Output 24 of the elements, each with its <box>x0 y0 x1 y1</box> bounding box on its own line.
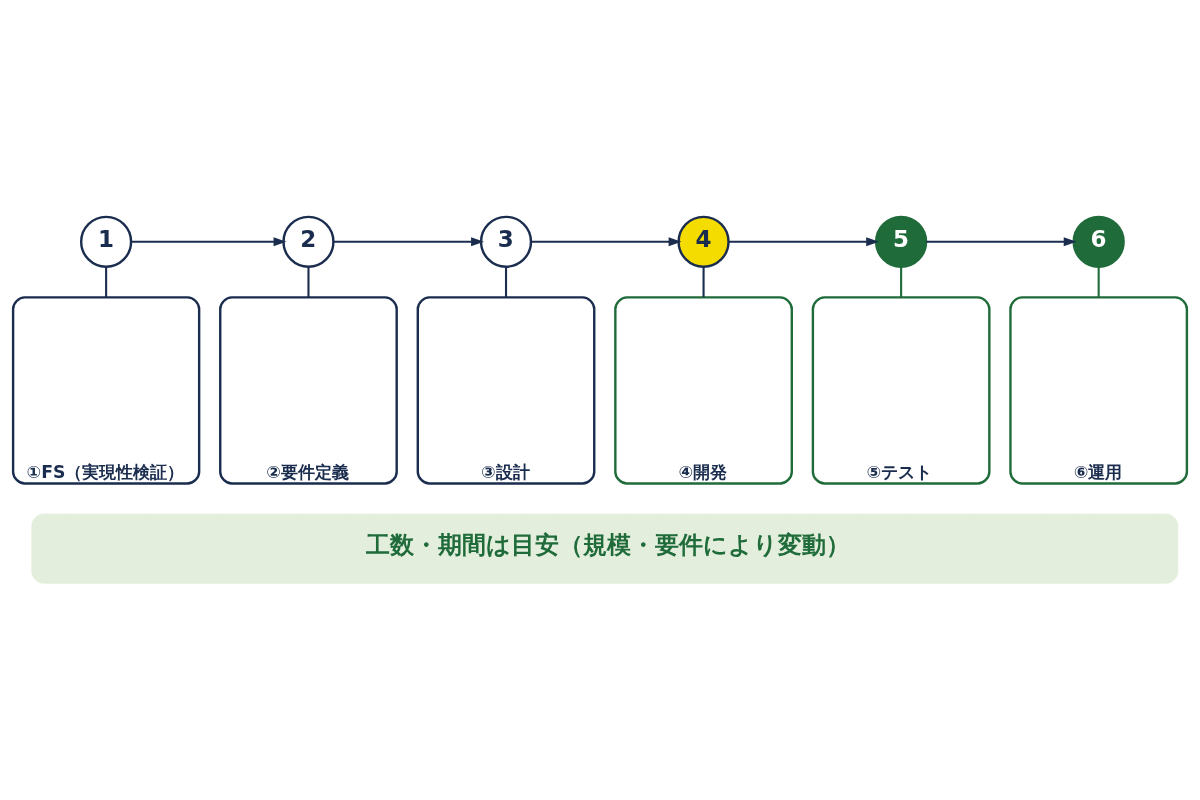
node-box: ⑤テスト <box>811 296 991 485</box>
connector <box>1097 266 1100 298</box>
node-circle: 4 <box>677 215 730 268</box>
arrow <box>926 237 1077 247</box>
connector <box>307 266 310 298</box>
arrow <box>333 237 484 247</box>
node-box: ②要件定義 <box>219 296 398 485</box>
arrow <box>131 237 287 247</box>
node-circle: 3 <box>479 215 533 268</box>
arrow <box>531 237 682 247</box>
node-circle: 2 <box>282 215 335 268</box>
connector <box>702 266 705 298</box>
connector <box>105 266 108 298</box>
node-circle: 1 <box>80 215 133 268</box>
node-box: 工数・期間は目安（規模・要件により変動） <box>31 513 1179 584</box>
node-box: ④開発 <box>614 296 793 485</box>
node-box: ③設計 <box>416 296 596 485</box>
node-circle: 6 <box>1072 215 1125 268</box>
arrow <box>728 237 880 247</box>
connector <box>900 266 903 298</box>
connector <box>504 266 508 298</box>
node-box: ⑥運用 <box>1009 296 1189 485</box>
node-box: ①FS（実現性検証） <box>11 296 201 485</box>
node-circle: 5 <box>874 215 928 268</box>
